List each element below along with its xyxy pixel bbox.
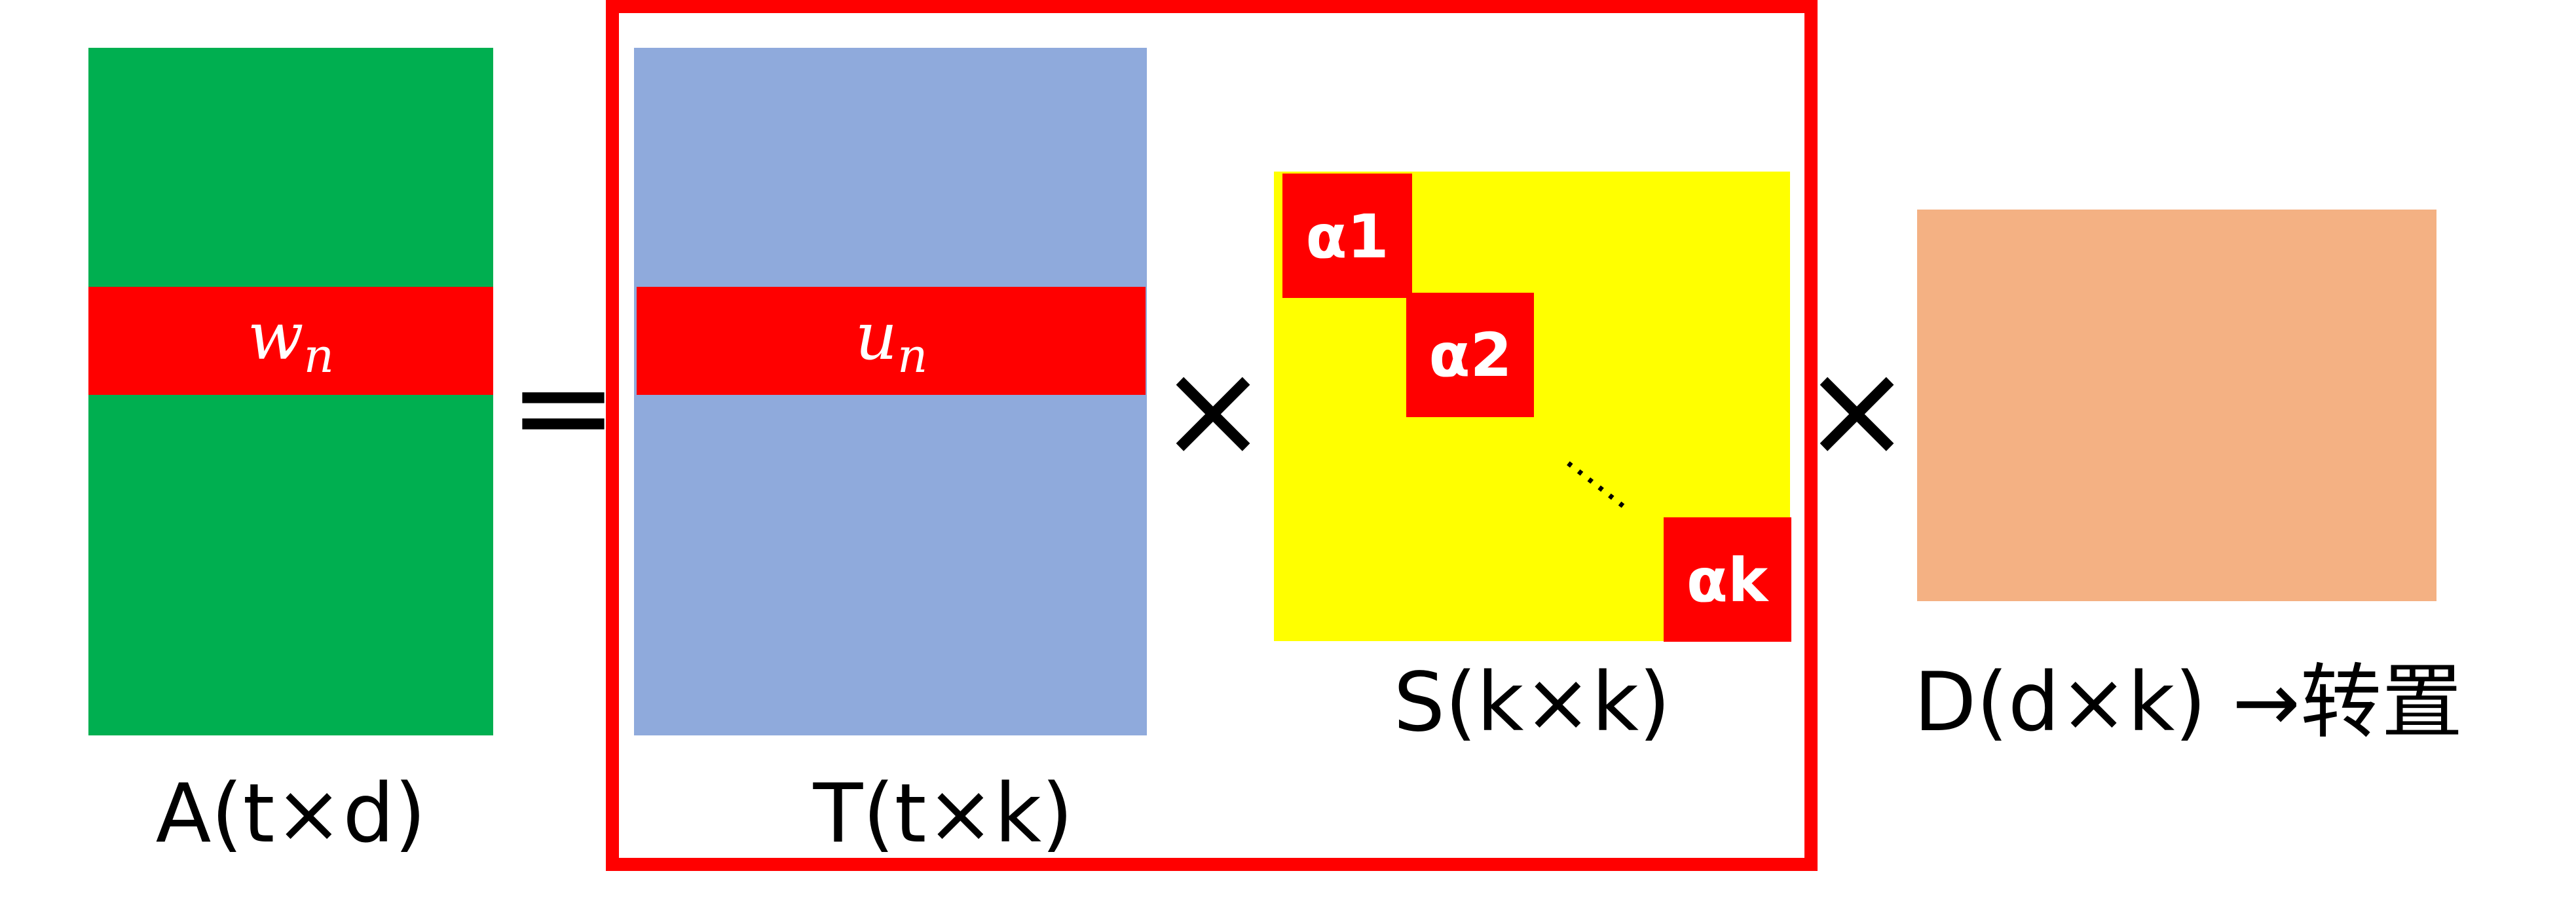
times-sign-1: ×: [1158, 334, 1268, 487]
matrix-d-label: D(d×k) →转置: [1914, 656, 2463, 750]
matrix-t: un T(t×k): [634, 48, 1147, 861]
equals-sign: =: [508, 331, 618, 483]
matrix-d-block: [1917, 210, 2436, 601]
matrix-s-label: S(k×k): [1394, 656, 1671, 750]
matrix-t-row-un: [637, 287, 1146, 395]
matrix-s-diag-alpha2-label: α2: [1428, 320, 1512, 390]
matrix-s-diag-alphak: [1664, 517, 1791, 642]
matrix-s-diag-alpha2: [1406, 293, 1534, 417]
matrix-s-diag-alphak-label: αk: [1687, 545, 1769, 616]
matrix-t-label: T(t×k): [813, 767, 1073, 861]
matrix-a-label: A(t×d): [156, 767, 426, 861]
matrix-a-row-label: wn: [248, 298, 334, 383]
times-sign-2: ×: [1802, 334, 1912, 487]
matrix-a: wn A(t×d): [88, 48, 493, 861]
matrix-s: α1 α2 …… αk S(k×k): [1274, 172, 1791, 750]
highlight-box-t-s: [606, 0, 1818, 871]
matrix-a-row-wn: [88, 287, 493, 395]
matrix-s-diag-alpha1-label: α1: [1305, 202, 1389, 272]
matrix-s-diag-alpha1: [1282, 174, 1412, 298]
matrix-d: D(d×k) →转置: [1914, 210, 2463, 750]
matrix-t-row-label: un: [855, 298, 928, 383]
